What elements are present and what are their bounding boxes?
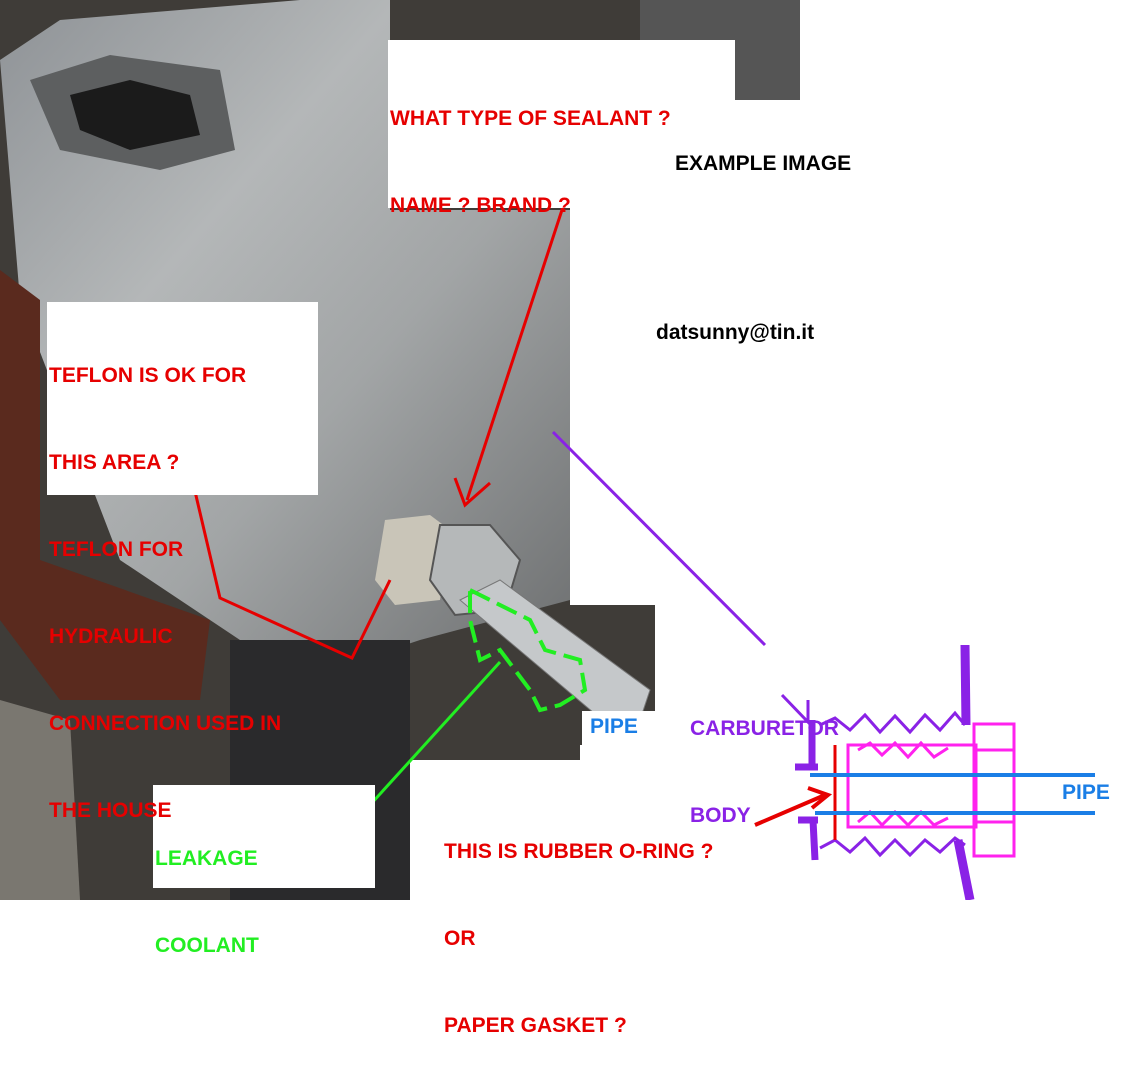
teflon-question-line: TEFLON IS OK FOR	[49, 364, 247, 387]
teflon-question-line: THE HOUSE	[49, 799, 172, 822]
leakage-label-line: LEAKAGE	[155, 847, 258, 870]
sealant-question-line: WHAT TYPE OF SEALANT ?	[390, 107, 671, 130]
gasket-question-line: PAPER GASKET ?	[444, 1014, 627, 1037]
engine-photo	[0, 0, 800, 900]
leakage-label-line: COOLANT	[155, 934, 259, 957]
gasket-question-line: THIS IS RUBBER O-RING ?	[444, 840, 714, 863]
gasket-question-line: OR	[444, 927, 476, 950]
sealant-question-line: NAME ? BRAND ?	[390, 194, 571, 217]
teflon-question-line: THIS AREA ?	[49, 451, 180, 474]
pipe-label-box	[582, 711, 655, 745]
teflon-question-line: TEFLON FOR	[49, 538, 184, 561]
pipe-label-diagram: PIPE	[1062, 781, 1110, 804]
gasket-question: THIS IS RUBBER O-RING ? OR PAPER GASKET …	[444, 779, 714, 1069]
leakage-box	[153, 785, 375, 888]
example-image-label: EXAMPLE IMAGE	[675, 152, 852, 175]
carburetor-body-label: CARBURETOR BODY	[690, 656, 839, 859]
email-label: datsunny@tin.it	[656, 321, 815, 344]
sealant-question-box	[388, 40, 735, 208]
pipe-label-photo: PIPE	[590, 715, 638, 738]
teflon-question-line: HYDRAULIC	[49, 625, 173, 648]
sealant-question: WHAT TYPE OF SEALANT ? NAME ? BRAND ?	[390, 46, 671, 249]
nut-and-pipe	[375, 515, 651, 736]
carburetor-label-line: CARBURETOR	[690, 717, 839, 740]
leakage-coolant-label: LEAKAGE COOLANT	[155, 786, 259, 989]
teflon-question-box	[47, 302, 318, 495]
carburetor-label-line: BODY	[690, 804, 751, 827]
teflon-question-line: CONNECTION USED IN	[49, 712, 282, 735]
annotated-photo	[0, 0, 1095, 900]
fitting-diagram	[795, 644, 1095, 900]
teflon-question: TEFLON IS OK FOR THIS AREA ? TEFLON FOR …	[49, 303, 281, 854]
